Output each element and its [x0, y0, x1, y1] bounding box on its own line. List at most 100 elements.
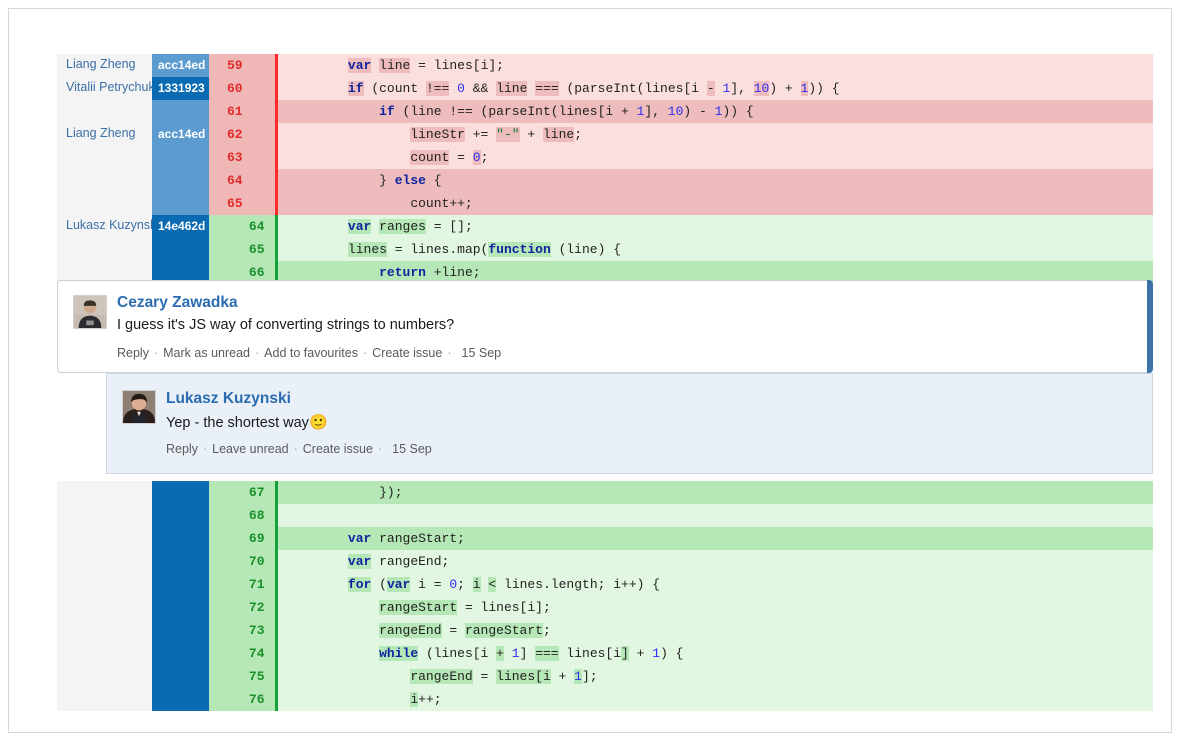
diff-code-cell[interactable]: rangeEnd = rangeStart;	[274, 619, 1153, 642]
diff-line-number[interactable]: 61	[209, 100, 276, 123]
diff-code-cell[interactable]: count++;	[274, 192, 1153, 215]
diff-line-number[interactable]: 67	[209, 481, 276, 504]
comment-action-leave-unread[interactable]: Leave unread	[212, 442, 289, 456]
action-separator-dot: ·	[153, 346, 159, 360]
diff-line-number[interactable]: 68	[209, 504, 276, 527]
diff-commit-hash-cell[interactable]	[152, 169, 209, 192]
diff-line-number[interactable]: 65	[209, 238, 276, 261]
diff-row[interactable]: 74 while (lines[i + 1] === lines[i] + 1)…	[57, 642, 1153, 665]
diff-commit-hash-cell[interactable]	[152, 596, 209, 619]
diff-row[interactable]: 75 rangeEnd = lines[i + 1];	[57, 665, 1153, 688]
diff-code-cell[interactable]: lines = lines.map(function (line) {	[274, 238, 1153, 261]
diff-code-cell[interactable]: });	[274, 481, 1153, 504]
comment-author-name[interactable]: Lukasz Kuzynski	[166, 390, 291, 407]
diff-author-cell: Liang Zheng	[57, 54, 152, 77]
diff-commit-hash-cell[interactable]	[152, 642, 209, 665]
diff-code-cell[interactable]: while (lines[i + 1] === lines[i] + 1) {	[274, 642, 1153, 665]
avatar-lukasz-kuzynski[interactable]	[122, 390, 156, 424]
diff-code-cell[interactable]: var rangeStart;	[274, 527, 1153, 550]
diff-line-number[interactable]: 69	[209, 527, 276, 550]
diff-commit-hash-cell[interactable]	[152, 573, 209, 596]
diff-commit-hash-cell[interactable]	[152, 261, 209, 284]
diff-row[interactable]: 76 i++;	[57, 688, 1153, 711]
code-token	[449, 81, 457, 96]
diff-line-number[interactable]: 66	[209, 261, 276, 284]
diff-code-cell[interactable]: var ranges = [];	[274, 215, 1153, 238]
comment-action-create-issue[interactable]: Create issue	[302, 442, 373, 456]
diff-commit-hash-cell[interactable]	[152, 100, 209, 123]
diff-line-number[interactable]: 65	[209, 192, 276, 215]
diff-row[interactable]: 66 return +line;	[57, 261, 1153, 284]
diff-line-number[interactable]: 60	[209, 77, 276, 100]
diff-line-number[interactable]: 72	[209, 596, 276, 619]
avatar-cezary-zawadka[interactable]	[73, 295, 107, 329]
diff-commit-hash-cell[interactable]	[152, 238, 209, 261]
comment-action-add-to-favourites[interactable]: Add to favourites	[264, 346, 358, 360]
diff-row[interactable]: 61 if (line !== (parseInt(lines[i + 1], …	[57, 100, 1153, 123]
diff-row[interactable]: 73 rangeEnd = rangeStart;	[57, 619, 1153, 642]
diff-commit-hash-cell[interactable]	[152, 504, 209, 527]
diff-commit-hash-cell[interactable]: 1331923	[152, 77, 209, 100]
diff-code-cell[interactable]: for (var i = 0; i < lines.length; i++) {	[274, 573, 1153, 596]
diff-row[interactable]: 64 } else {	[57, 169, 1153, 192]
diff-code-cell[interactable]: i++;	[274, 688, 1153, 711]
diff-commit-hash-cell[interactable]	[152, 527, 209, 550]
diff-code-cell[interactable]: lineStr += "-" + line;	[274, 123, 1153, 146]
diff-code-cell[interactable]: if (count !== 0 && line === (parseInt(li…	[274, 77, 1153, 100]
code-token	[286, 692, 411, 707]
diff-code-cell[interactable]: } else {	[274, 169, 1153, 192]
comment-action-reply[interactable]: Reply	[117, 346, 149, 360]
diff-row[interactable]: 67 });	[57, 481, 1153, 504]
diff-code-cell[interactable]: rangeEnd = lines[i + 1];	[274, 665, 1153, 688]
comment-action-reply[interactable]: Reply	[166, 442, 198, 456]
diff-code-cell[interactable]: var rangeEnd;	[274, 550, 1153, 573]
comment-author-name[interactable]: Cezary Zawadka	[117, 294, 238, 311]
diff-line-number[interactable]: 73	[209, 619, 276, 642]
diff-commit-hash-cell[interactable]	[152, 481, 209, 504]
diff-code-cell[interactable]: count = 0;	[274, 146, 1153, 169]
comment-action-mark-as-unread[interactable]: Mark as unread	[163, 346, 250, 360]
diff-row[interactable]: 63 count = 0;	[57, 146, 1153, 169]
diff-line-number[interactable]: 59	[209, 54, 276, 77]
diff-commit-hash-cell[interactable]	[152, 665, 209, 688]
diff-line-number[interactable]: 62	[209, 123, 276, 146]
diff-row[interactable]: 68	[57, 504, 1153, 527]
diff-row[interactable]: 65 lines = lines.map(function (line) {	[57, 238, 1153, 261]
diff-code-cell[interactable]	[274, 504, 1153, 527]
diff-commit-hash-cell[interactable]	[152, 688, 209, 711]
diff-line-number[interactable]: 64	[209, 215, 276, 238]
diff-row[interactable]: 72 rangeStart = lines[i];	[57, 596, 1153, 619]
diff-row[interactable]: 69 var rangeStart;	[57, 527, 1153, 550]
diff-line-number[interactable]: 71	[209, 573, 276, 596]
diff-row[interactable]: 70 var rangeEnd;	[57, 550, 1153, 573]
diff-code-cell[interactable]: rangeStart = lines[i];	[274, 596, 1153, 619]
diff-row[interactable]: 71 for (var i = 0; i < lines.length; i++…	[57, 573, 1153, 596]
diff-code-cell[interactable]: return +line;	[274, 261, 1153, 284]
diff-line-number[interactable]: 64	[209, 169, 276, 192]
diff-row[interactable]: 65 count++;	[57, 192, 1153, 215]
diff-line-number[interactable]: 70	[209, 550, 276, 573]
diff-line-number[interactable]: 63	[209, 146, 276, 169]
diff-code-cell[interactable]: var line = lines[i];	[274, 54, 1153, 77]
diff-code-cell[interactable]: if (line !== (parseInt(lines[i + 1], 10)…	[274, 100, 1153, 123]
diff-commit-hash-cell[interactable]: acc14ed	[152, 54, 209, 77]
diff-commit-hash-cell[interactable]	[152, 550, 209, 573]
diff-commit-hash-cell[interactable]	[152, 192, 209, 215]
diff-line-number[interactable]: 75	[209, 665, 276, 688]
diff-commit-hash-cell[interactable]: acc14ed	[152, 123, 209, 146]
comment-action-create-issue[interactable]: Create issue	[372, 346, 443, 360]
comment-card-lukasz[interactable]: Lukasz Kuzynski Yep - the shortest way🙂 …	[106, 373, 1153, 474]
diff-commit-hash-cell[interactable]	[152, 619, 209, 642]
comment-card-cezary[interactable]: Cezary Zawadka I guess it's JS way of co…	[57, 280, 1153, 373]
code-token: line	[379, 58, 411, 73]
diff-commit-hash-cell[interactable]: 14e462d	[152, 215, 209, 238]
diff-line-number[interactable]: 74	[209, 642, 276, 665]
comment-timestamp: 15 Sep	[392, 442, 432, 456]
diff-commit-hash-cell[interactable]	[152, 146, 209, 169]
code-token: = [];	[425, 219, 473, 234]
diff-line-number[interactable]: 76	[209, 688, 276, 711]
